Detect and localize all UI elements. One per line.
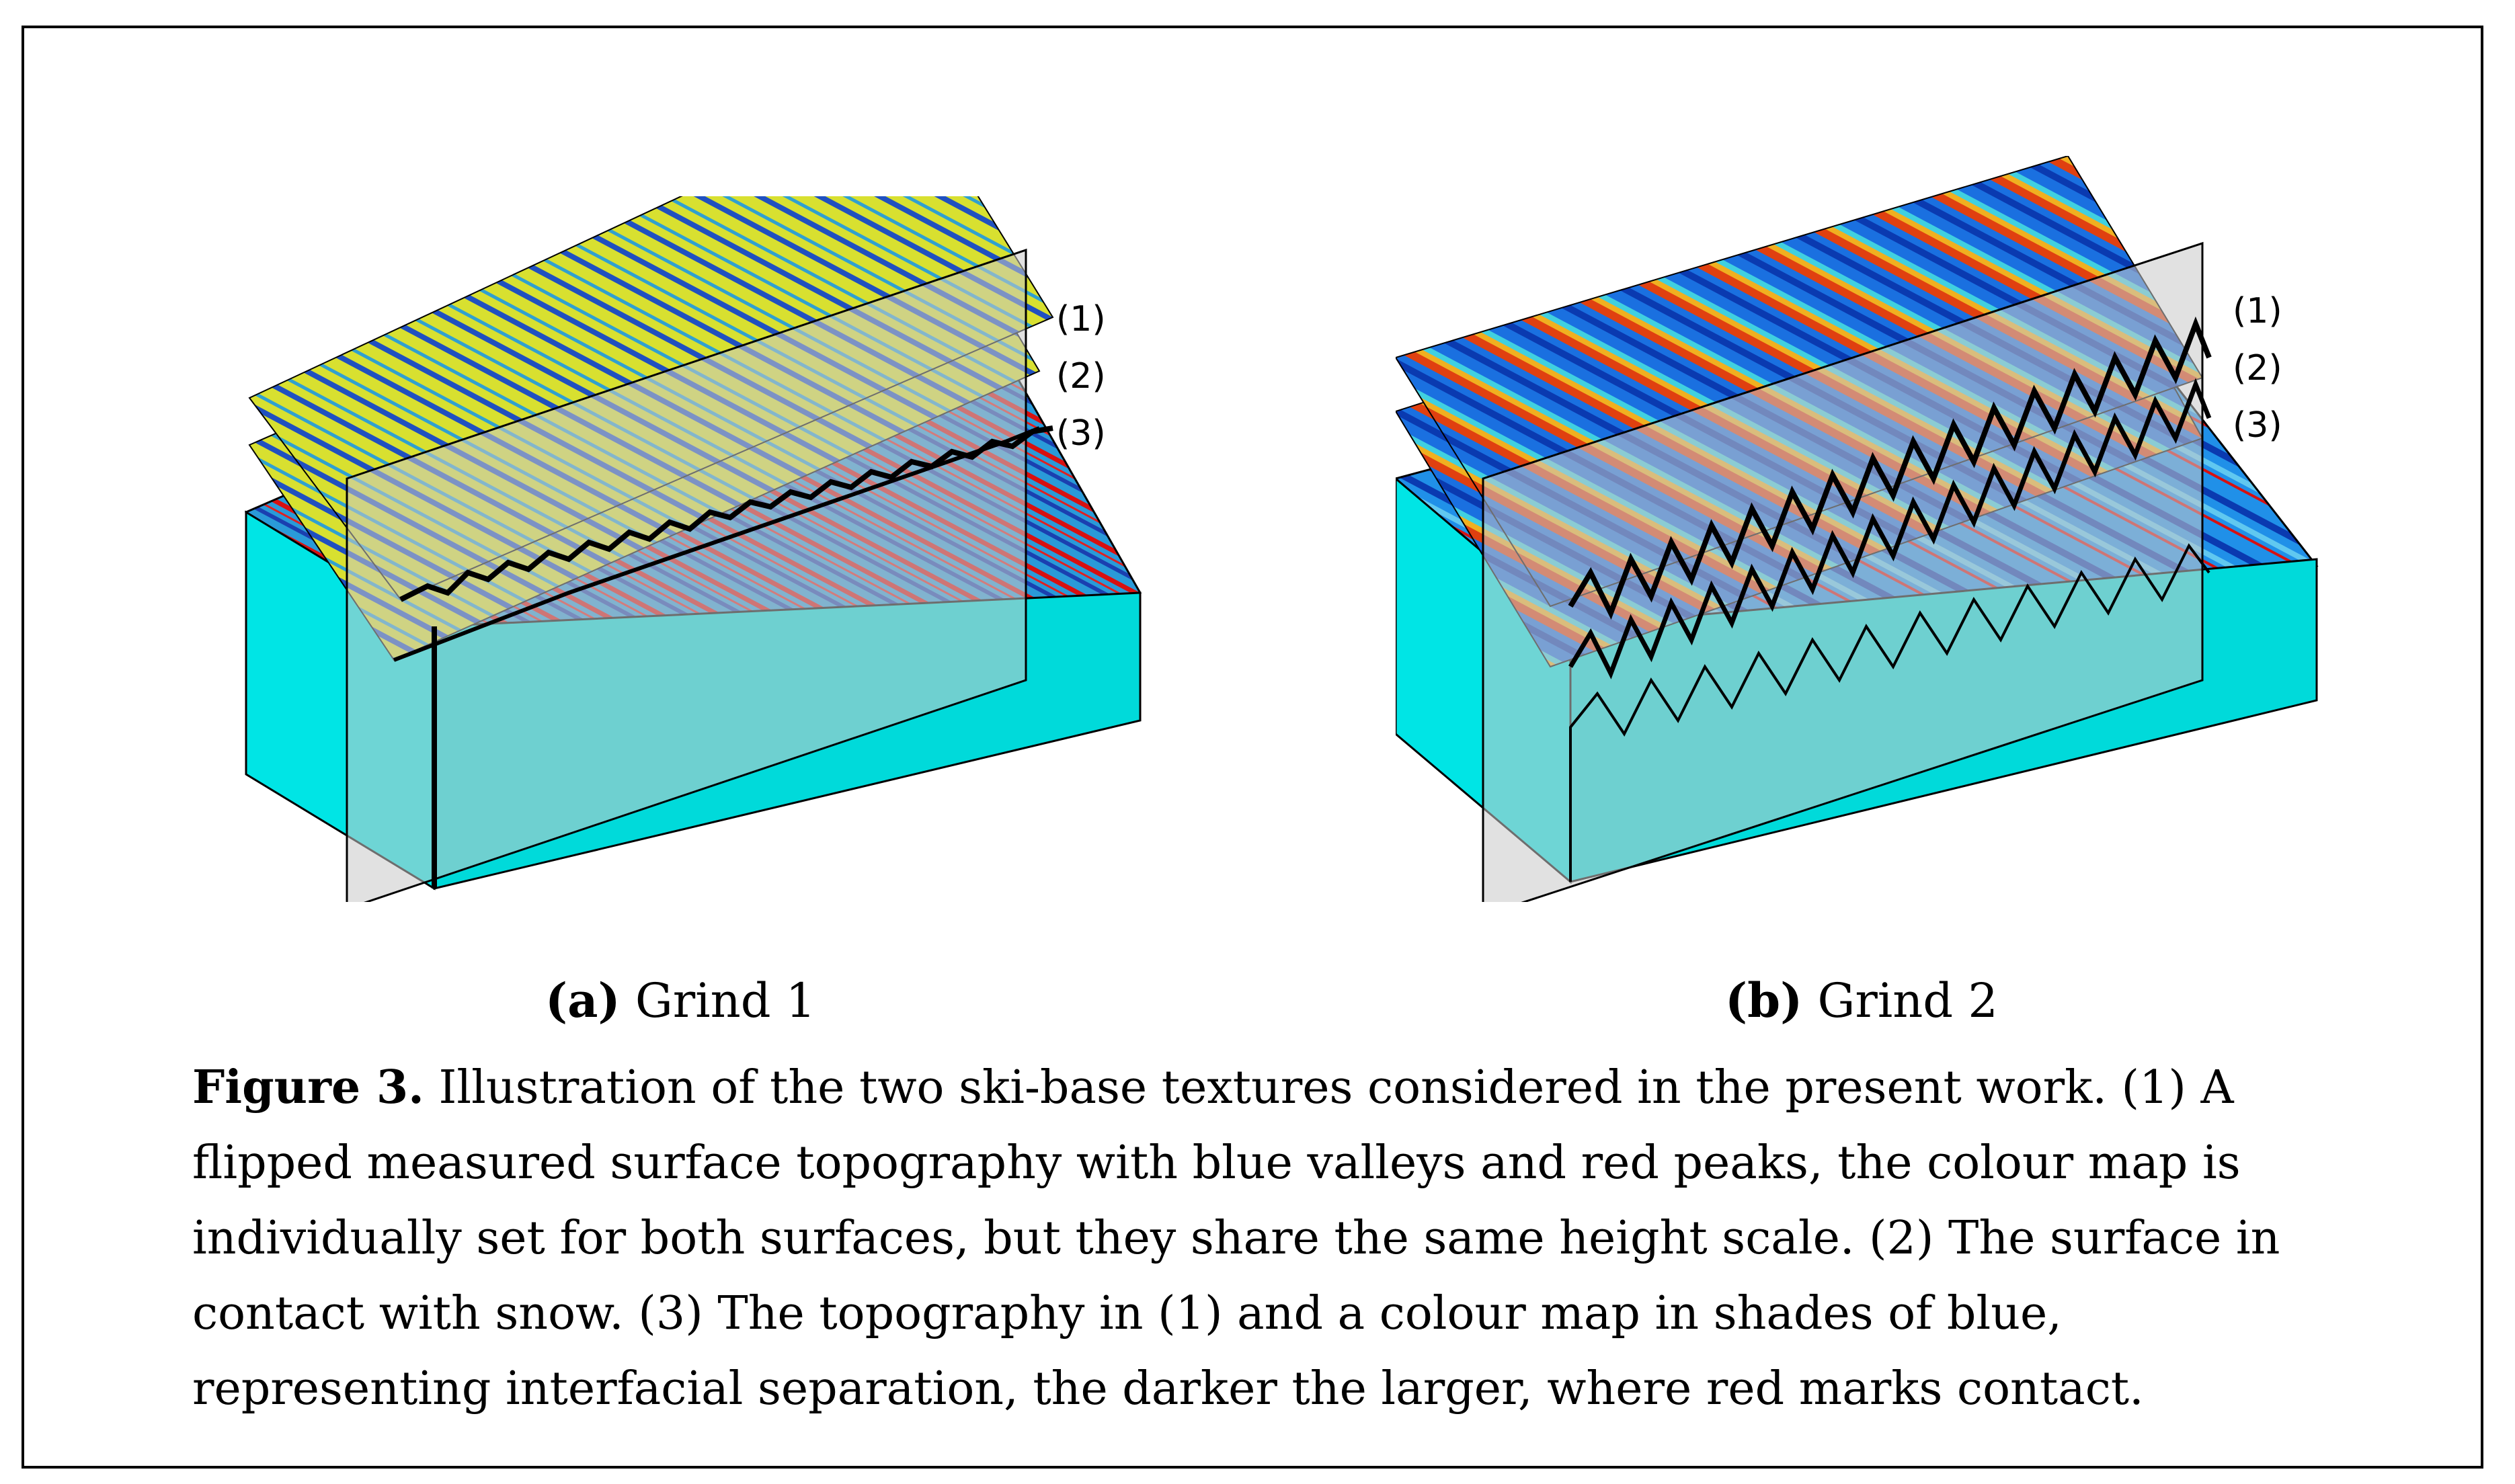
figure-label: Figure 3. <box>192 1061 424 1114</box>
label-3-a: (3) <box>1056 413 1106 454</box>
label-2-a: (2) <box>1056 356 1106 397</box>
subcaption-b-title: Grind 2 <box>1817 973 1998 1028</box>
subcaption-a-tag: (a) <box>545 973 621 1028</box>
profile-line-2-b <box>1568 378 2212 679</box>
subcaption-a-title: Grind 1 <box>635 973 816 1028</box>
subcaption-b-tag: (b) <box>1725 973 1803 1028</box>
subcaption-b: (b) Grind 2 <box>1725 973 1998 1028</box>
label-1-a: (1) <box>1056 299 1106 339</box>
profile-line-3-b <box>1569 543 2210 882</box>
figure-caption-text: Illustration of the two ski-base texture… <box>192 1061 2280 1415</box>
figure-frame: (1) (2) (3) <box>22 26 2483 1469</box>
profile-line-1-b <box>1568 316 2212 620</box>
cutting-plane-b <box>1482 241 2204 902</box>
panel-b-illustration: (1) (2) (3) <box>1396 156 2370 902</box>
subcaption-a: (a) Grind 1 <box>545 973 815 1028</box>
label-1-b: (1) <box>2233 291 2282 331</box>
label-3-b: (3) <box>2233 405 2282 446</box>
figure-caption: Figure 3. Illustration of the two ski-ba… <box>192 1050 2323 1427</box>
profile-line-1-a <box>399 425 1053 602</box>
cutting-plane-a <box>346 248 1027 902</box>
panel-a-illustration: (1) (2) (3) <box>212 196 1187 902</box>
profile-line-2-a <box>393 426 1041 662</box>
label-2-b: (2) <box>2233 348 2282 388</box>
